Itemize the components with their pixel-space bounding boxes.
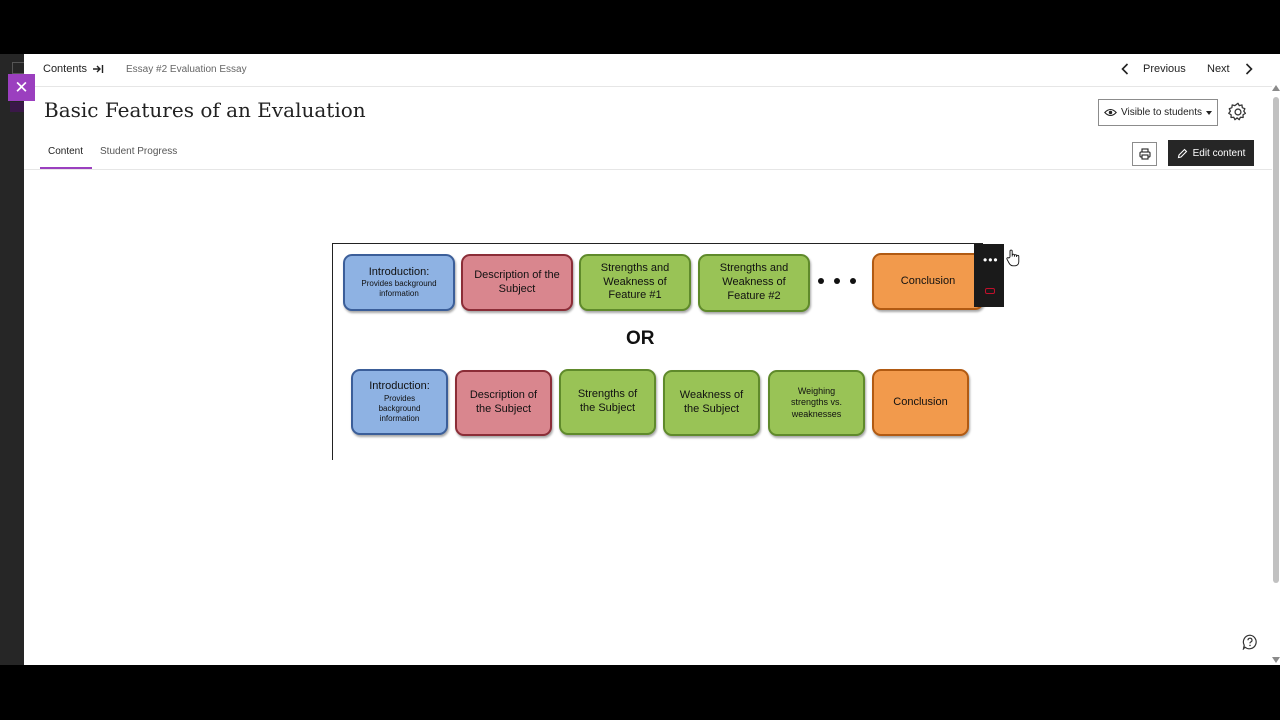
next-button[interactable]: Next [1207,63,1253,75]
vertical-scrollbar[interactable] [1272,54,1280,665]
box-subtitle: Provides background information [378,393,421,423]
more-icon[interactable]: ••• [983,253,999,267]
box-title: Weighing strengths vs. weaknesses [790,386,843,419]
gear-icon[interactable] [1227,101,1249,123]
tab-content[interactable]: Content [48,146,84,157]
link-icon[interactable] [985,288,995,294]
diagram-box-weighing: Weighing strengths vs. weaknesses [768,370,865,436]
chevron-right-icon [1245,63,1253,75]
diagram-box-conclusion-alt: Conclusion [872,369,969,436]
sidebar-highlight [10,102,24,112]
visibility-label: Visible to students [1121,107,1202,118]
hand-cursor-icon [1006,249,1020,267]
box-title: Strengths and Weakness of Feature #1 [600,261,670,302]
edit-content-label: Edit content [1192,147,1246,159]
diagram-box-feature-2: Strengths and Weakness of Feature #2 [698,254,810,312]
box-title: Weakness of the Subject [679,389,744,415]
diagram-box-strengths: Strengths of the Subject [559,369,656,435]
edit-content-button[interactable]: Edit content [1168,140,1254,166]
tabs-divider [24,169,1272,170]
left-sidebar-strip [0,54,25,665]
visibility-dropdown[interactable]: Visible to students [1098,99,1218,126]
next-label: Next [1207,63,1230,75]
page-title: Basic Features of an Evaluation [44,98,366,122]
help-icon[interactable] [1242,634,1258,650]
contents-arrow-icon [93,65,104,73]
box-title: Conclusion [893,395,948,408]
tab-student-progress[interactable]: Student Progress [100,146,178,157]
diagram-box-description: Description of the Subject [461,254,573,311]
image-options-panel[interactable]: ••• [974,244,1004,307]
print-button[interactable] [1132,142,1157,166]
content-panel: Contents Essay #2 Evaluation Essay Previ… [24,54,1272,665]
home-icon [12,62,25,74]
or-separator: OR [626,328,655,349]
diagram-box-introduction-alt: Introduction: Provides background inform… [351,369,448,435]
essay-structure-diagram[interactable]: Introduction: Provides background inform… [332,243,984,460]
diagram-box-introduction: Introduction: Provides background inform… [343,254,455,311]
active-tab-indicator [40,167,92,170]
scroll-up-icon[interactable] [1272,85,1280,91]
scroll-thumb[interactable] [1273,97,1279,583]
print-icon [1138,148,1151,160]
diagram-box-conclusion: Conclusion [872,253,984,310]
box-title: Introduction: [369,380,430,393]
box-title: Strengths of the Subject [577,388,638,414]
diagram-box-description-alt: Description of the Subject [455,370,552,436]
box-title: Strengths and Weakness of Feature #2 [719,262,789,302]
box-title: Introduction: [368,265,430,278]
contents-link[interactable]: Contents [43,63,104,75]
pencil-icon [1177,148,1187,158]
diagram-box-feature-1: Strengths and Weakness of Feature #1 [579,254,691,311]
box-title: Description of the Subject [469,389,538,415]
box-subtitle: Provides background information [361,279,437,299]
close-icon: ✕ [14,78,29,97]
previous-label: Previous [1143,63,1186,75]
contents-label: Contents [43,63,88,75]
chevron-left-icon [1121,63,1129,75]
ellipsis-dots [818,278,856,284]
box-title: Description of the Subject [474,268,560,295]
caret-down-icon [1205,110,1212,115]
box-title: Conclusion [900,274,956,287]
previous-button[interactable]: Previous [1121,63,1186,75]
top-navigation: Contents Essay #2 Evaluation Essay Previ… [24,54,1272,87]
eye-icon [1104,108,1117,117]
diagram-box-weakness: Weakness of the Subject [663,370,760,436]
breadcrumb[interactable]: Essay #2 Evaluation Essay [126,64,247,75]
close-button[interactable]: ✕ [8,74,35,101]
scroll-down-icon[interactable] [1272,657,1280,663]
